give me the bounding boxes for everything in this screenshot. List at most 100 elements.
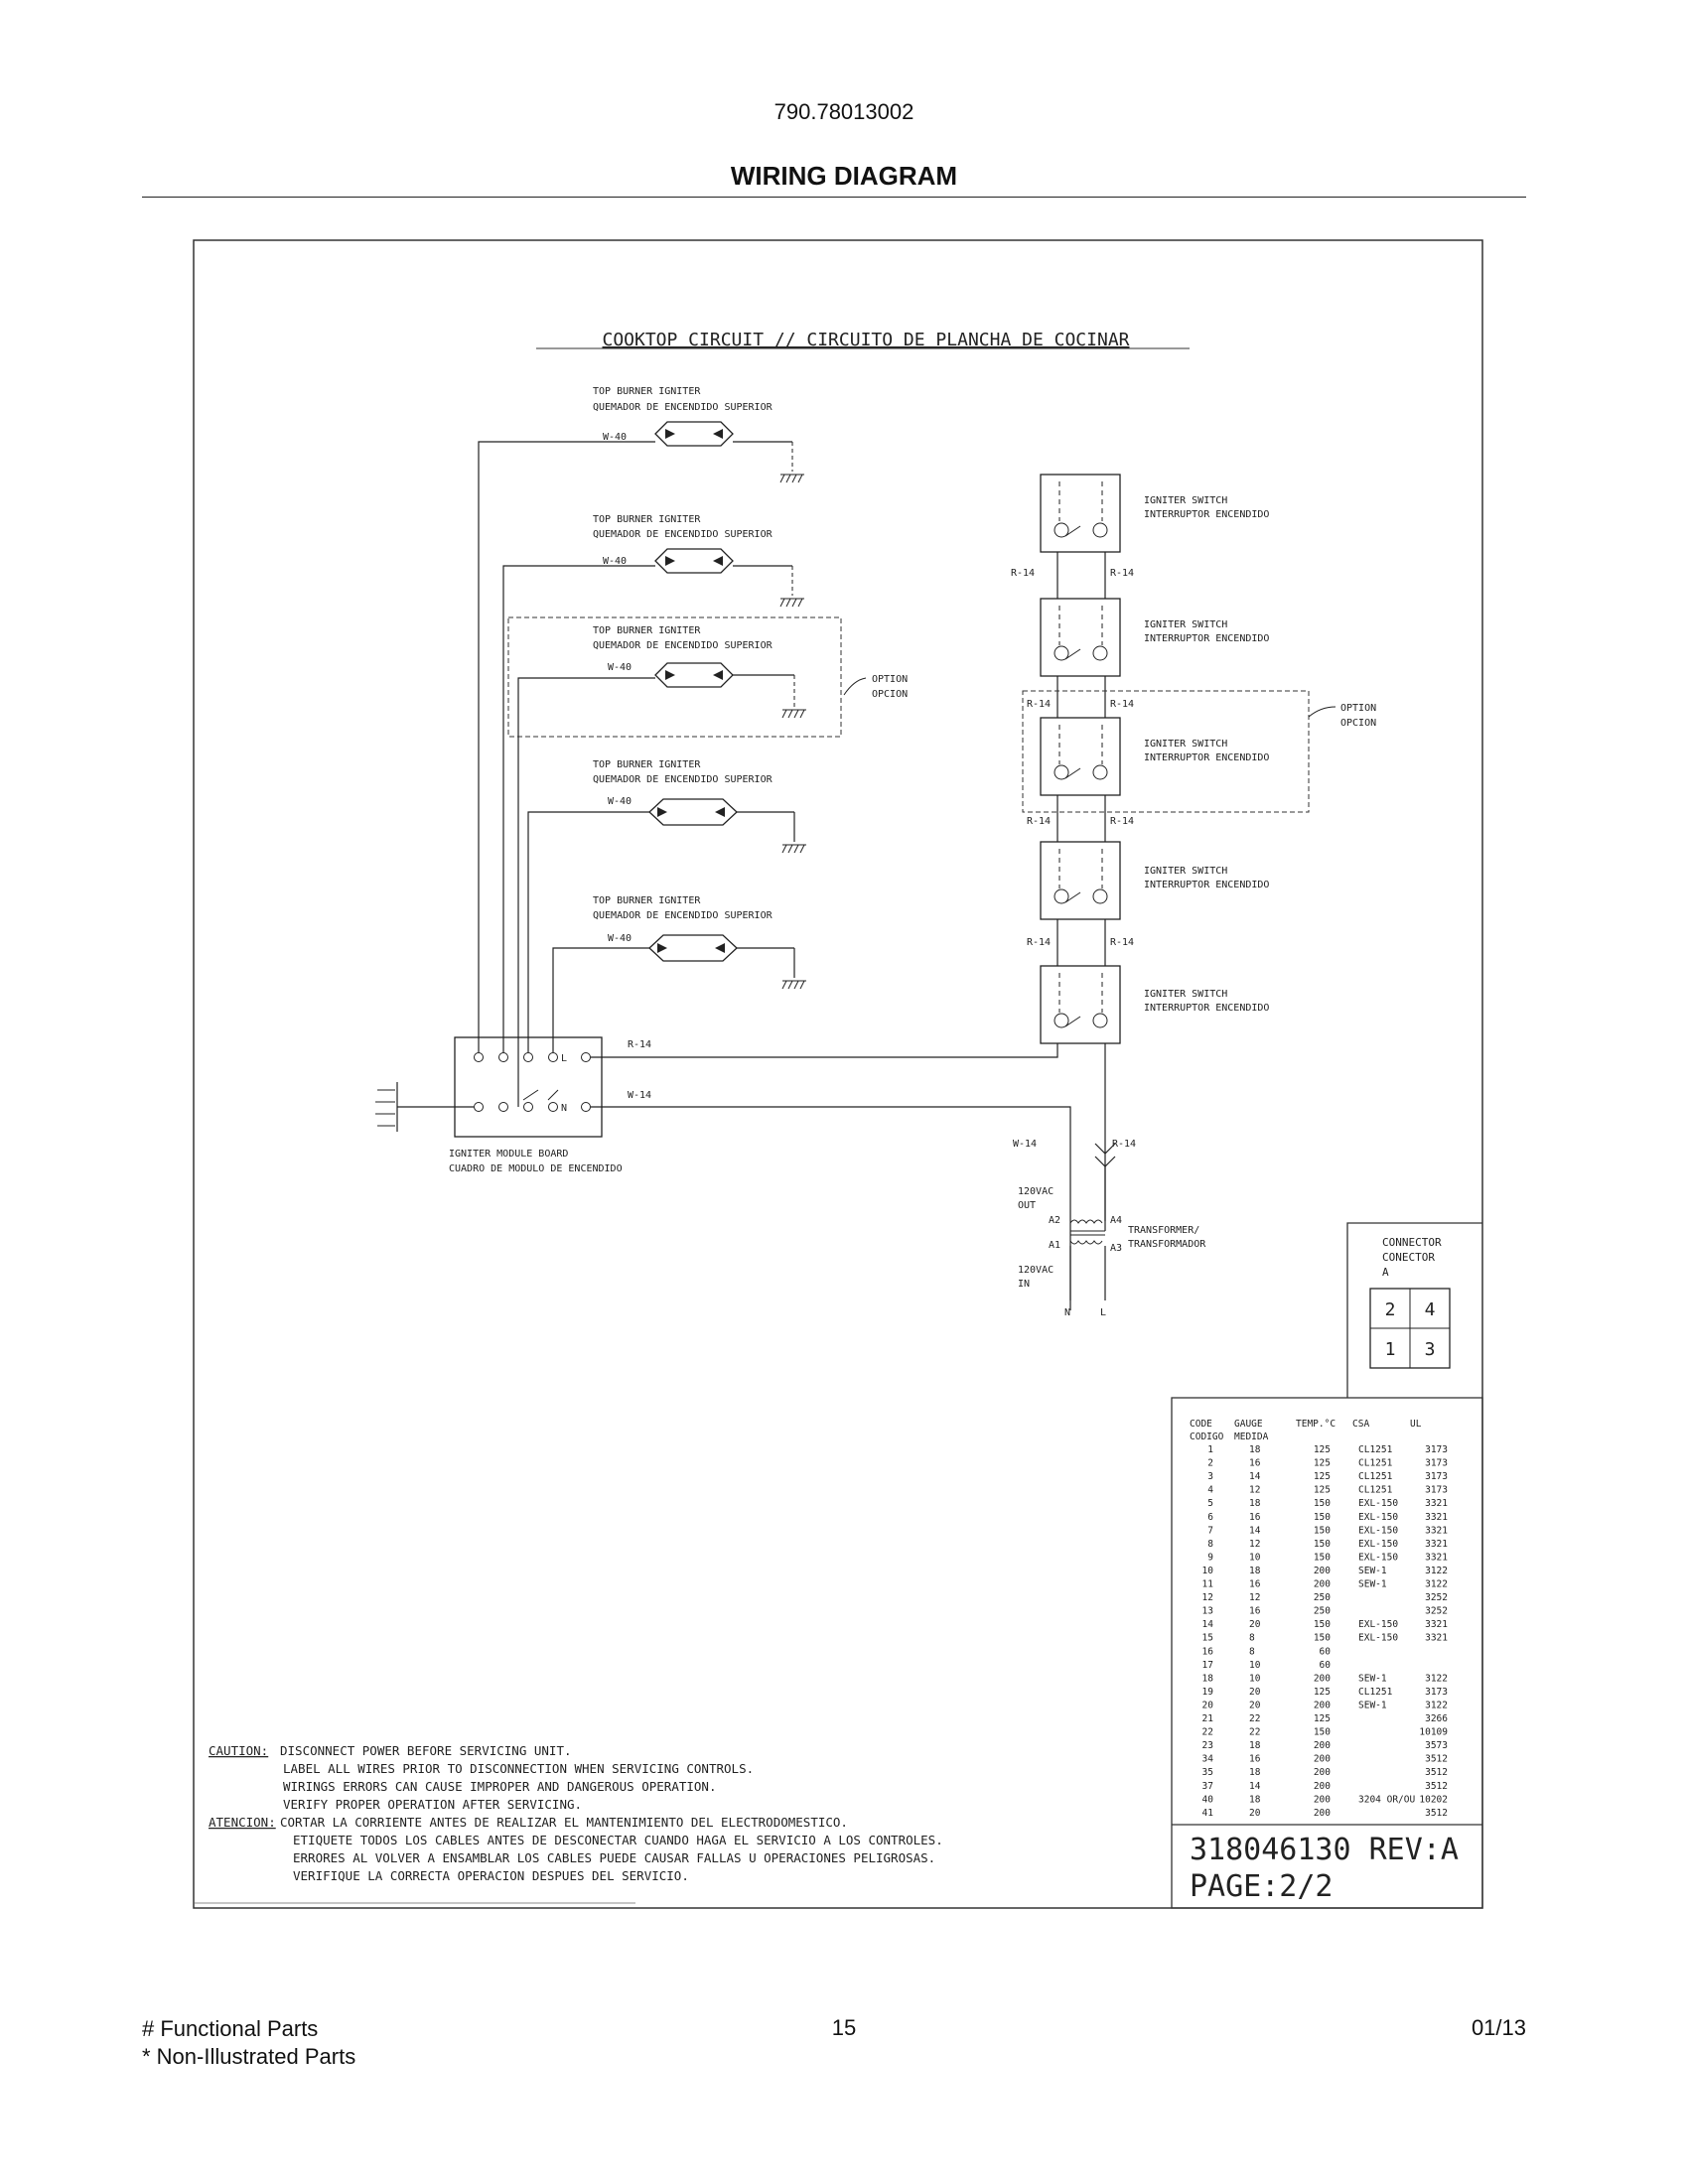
connector-pin-3: 3: [1425, 1339, 1436, 1360]
caution-notes: CAUTION: DISCONNECT POWER BEFORE SERVICI…: [209, 1743, 943, 1883]
module-r14-label: R-14: [628, 1039, 651, 1050]
module-l-terminal: L: [561, 1053, 567, 1064]
igniter-1-arrow-left: [665, 429, 675, 439]
table-cell: EXL-150: [1358, 1512, 1398, 1523]
table-cell: 3512: [1425, 1754, 1448, 1765]
table-cell: 150: [1314, 1512, 1331, 1523]
out-voltage: 120VAC: [1018, 1186, 1054, 1197]
table-cell: 3512: [1425, 1808, 1448, 1819]
table-cell: 150: [1314, 1727, 1331, 1738]
table-cell: 3173: [1425, 1471, 1448, 1482]
table-cell: 16: [1249, 1512, 1261, 1523]
table-cell: 3: [1207, 1471, 1213, 1482]
table-cell: 3252: [1425, 1592, 1448, 1603]
table-cell: 3122: [1425, 1673, 1448, 1684]
table-cell: 12: [1249, 1485, 1260, 1496]
table-cell: 20: [1202, 1700, 1214, 1710]
ground-icon: [781, 844, 806, 854]
table-cell: 16: [1249, 1579, 1261, 1590]
table-cell: 150: [1314, 1619, 1331, 1630]
table-cell: 3321: [1425, 1498, 1448, 1509]
table-cell: 3252: [1425, 1606, 1448, 1617]
table-cell: 10: [1249, 1673, 1261, 1684]
table-cell: 125: [1314, 1713, 1331, 1724]
out-label: OUT: [1018, 1200, 1036, 1211]
table-cell: 14: [1249, 1781, 1261, 1792]
table-cell: 125: [1314, 1471, 1331, 1482]
igniter-4: TOP BURNER IGNITER QUEMADOR DE ENCENDIDO…: [593, 759, 806, 854]
table-cell: 18: [1249, 1740, 1261, 1751]
table-cell: 3321: [1425, 1525, 1448, 1536]
table-cell: 22: [1202, 1727, 1213, 1738]
table-cell: 22: [1249, 1727, 1260, 1738]
table-cell: 20: [1249, 1700, 1261, 1710]
table-cell: 20: [1249, 1808, 1261, 1819]
table-cell: EXL-150: [1358, 1619, 1398, 1630]
igniter-switch-5: IGNITER SWITCH INTERRUPTOR ENCENDIDO: [1040, 965, 1269, 1044]
connector-title-es: CONECTOR: [1382, 1251, 1435, 1264]
table-cell: 3321: [1425, 1619, 1448, 1630]
table-cell: 16: [1249, 1754, 1261, 1765]
table-cell: SEW-1: [1358, 1673, 1387, 1684]
igniter-1-label-en: TOP BURNER IGNITER: [593, 386, 701, 397]
igniter-switch-2: IGNITER SWITCH INTERRUPTOR ENCENDIDO: [1040, 598, 1269, 677]
igniter-5-label-es: QUEMADOR DE ENCENDIDO SUPERIOR: [593, 910, 774, 921]
table-cell: 200: [1314, 1673, 1331, 1684]
igniter-2-label-es: QUEMADOR DE ENCENDIDO SUPERIOR: [593, 529, 774, 540]
igniter-switch-4: IGNITER SWITCH INTERRUPTOR ENCENDIDO: [1040, 841, 1269, 920]
transformer-feed: [1069, 1142, 1116, 1310]
table-cell: 20: [1249, 1619, 1261, 1630]
table-cell: CL1251: [1358, 1687, 1393, 1698]
table-cell: 16: [1202, 1646, 1214, 1657]
switch-4-label-en: IGNITER SWITCH: [1144, 866, 1227, 877]
table-cell: 18: [1249, 1566, 1261, 1576]
table-cell: 200: [1314, 1754, 1331, 1765]
caution-label: CAUTION:: [209, 1743, 268, 1758]
igniter-feed-wires: [478, 441, 655, 1107]
table-cell: 14: [1249, 1525, 1261, 1536]
table-cell: 150: [1314, 1552, 1331, 1563]
table-cell: 10202: [1419, 1794, 1448, 1805]
table-cell: 14: [1249, 1471, 1261, 1482]
table-cell: 150: [1314, 1539, 1331, 1550]
table-cell: 3573: [1425, 1740, 1448, 1751]
igniter-1-wire-label: W-40: [603, 432, 627, 443]
ground-icon: [781, 980, 806, 990]
atencion-line-1: CORTAR LA CORRIENTE ANTES DE REALIZAR EL…: [280, 1815, 848, 1830]
table-cell: 3321: [1425, 1512, 1448, 1523]
footer-legend: # Functional Parts * Non-Illustrated Par…: [142, 2015, 355, 2071]
table-cell: 8: [1249, 1646, 1255, 1657]
table-cell: 6: [1207, 1512, 1213, 1523]
table-header: TEMP.°C: [1296, 1419, 1336, 1430]
table-cell: CL1251: [1358, 1471, 1393, 1482]
switch-3-label-es: INTERRUPTOR ENCENDIDO: [1144, 752, 1269, 763]
table-cell: SEW-1: [1358, 1566, 1387, 1576]
switch-4-r14-left: R-14: [1027, 937, 1051, 948]
connector-pin-1: 1: [1385, 1339, 1396, 1360]
atencion-label: ATENCION:: [209, 1815, 276, 1830]
caution-line-1: DISCONNECT POWER BEFORE SERVICING UNIT.: [280, 1743, 572, 1758]
table-cell: 37: [1202, 1781, 1213, 1792]
table-cell: 16: [1249, 1458, 1261, 1469]
igniter-3-label-es: QUEMADOR DE ENCENDIDO SUPERIOR: [593, 640, 774, 651]
table-cell: CL1251: [1358, 1444, 1393, 1455]
table-cell: 125: [1314, 1485, 1331, 1496]
table-cell: 3512: [1425, 1767, 1448, 1778]
table-cell: 12: [1249, 1539, 1260, 1550]
table-cell: 250: [1314, 1606, 1331, 1617]
table-cell: 200: [1314, 1740, 1331, 1751]
model-number: 790.78013002: [774, 99, 914, 124]
igniter-1-electrode: [654, 421, 734, 447]
table-cell: 150: [1314, 1498, 1331, 1509]
table-cell: 150: [1314, 1525, 1331, 1536]
switch-3-label-en: IGNITER SWITCH: [1144, 739, 1227, 750]
terminal-a3: A3: [1110, 1243, 1122, 1254]
transformer-w14-label: W-14: [1013, 1139, 1037, 1150]
footer-page-number: 15: [831, 2015, 857, 2040]
terminal-a4: A4: [1110, 1215, 1122, 1226]
table-cell: 200: [1314, 1579, 1331, 1590]
igniter-3-label-en: TOP BURNER IGNITER: [593, 625, 701, 636]
table-cell: CL1251: [1358, 1458, 1393, 1469]
